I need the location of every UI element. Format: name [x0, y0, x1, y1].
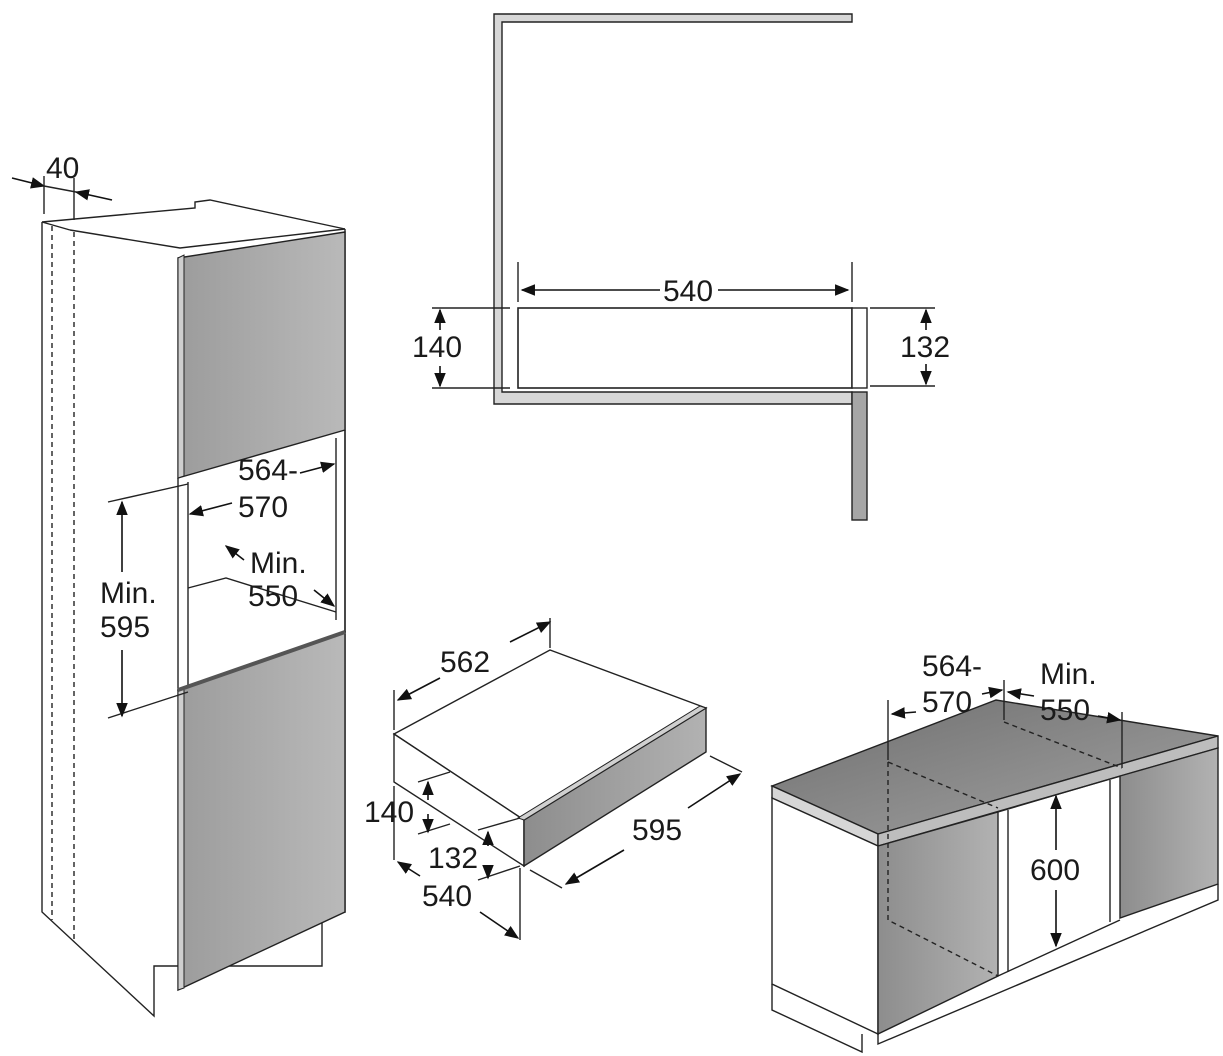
door-section — [851, 391, 868, 521]
dim-drawer-562: 562 — [440, 646, 490, 679]
dim-counter-width-line2: 570 — [922, 686, 972, 719]
dim-drawer-595: 595 — [632, 814, 682, 847]
dim-drawer-540: 540 — [422, 880, 472, 913]
dim-niche-width-line2: 570 — [238, 491, 288, 524]
dim-counter-width-line1: 564- — [922, 650, 982, 683]
dim-section-140: 140 — [412, 331, 462, 364]
drawer-drawing: 562 595 140 132 540 — [364, 618, 743, 940]
dim-section-540: 540 — [663, 275, 713, 308]
cabinet-door-right — [1119, 747, 1219, 919]
upper-panel — [177, 231, 346, 479]
dim-drawer-140: 140 — [364, 796, 414, 829]
section-drawing: 540 140 132 — [412, 13, 950, 521]
dim-40: 40 — [46, 152, 79, 185]
cabinet-section — [493, 13, 853, 405]
dim-counter-depth-line1: Min. — [1040, 658, 1097, 691]
dim-niche-depth-line1: Min. — [250, 547, 307, 580]
counter-unit-drawing: 564- 570 Min. 550 600 — [770, 650, 1219, 1054]
dim-counter-600: 600 — [1030, 854, 1080, 887]
drawer-section — [517, 307, 853, 389]
lower-panel — [177, 631, 346, 992]
dim-niche-depth-line2: 550 — [248, 580, 298, 613]
dim-niche-width-line1: 564- — [238, 454, 298, 487]
dim-counter-depth-line2: 550 — [1040, 694, 1090, 727]
dim-section-132: 132 — [900, 331, 950, 364]
dim-drawer-132: 132 — [428, 842, 478, 875]
tall-unit-drawing: 40 564- 570 Min. 550 Min. 595 — [11, 152, 346, 1018]
dim-niche-height-line2: 595 — [100, 611, 150, 644]
dim-niche-height-line1: Min. — [100, 577, 157, 610]
